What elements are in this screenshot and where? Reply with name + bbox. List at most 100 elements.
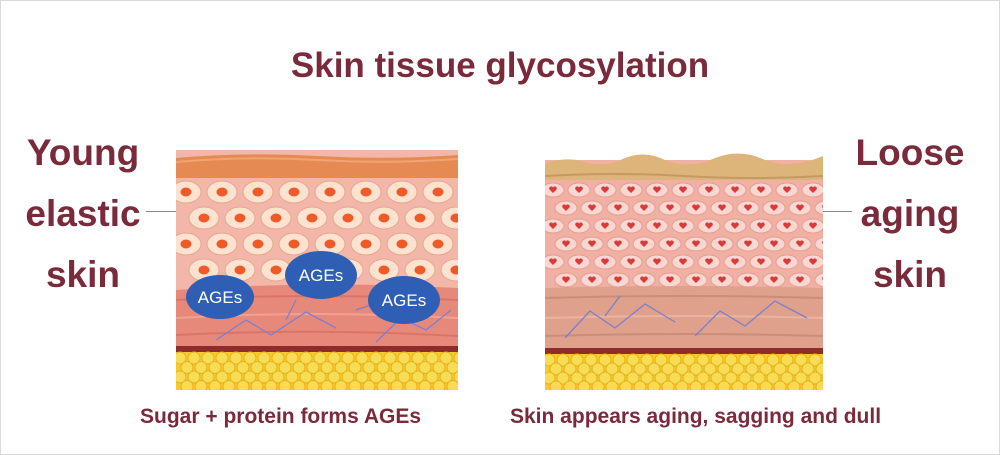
- fat-globule: [766, 371, 780, 385]
- fat-globule: [619, 380, 633, 390]
- young-skin-label-line-2: elastic: [25, 193, 141, 234]
- fat-globule: [453, 370, 458, 384]
- fat-globule: [696, 371, 710, 385]
- cell-nucleus: [692, 276, 700, 283]
- fat-globule: [626, 371, 640, 385]
- skin-cell: [440, 258, 458, 282]
- fat-globule: [745, 362, 759, 376]
- cell-nucleus: [414, 213, 426, 223]
- fat-globule: [194, 361, 208, 374]
- cell-nucleus: [692, 240, 700, 247]
- fat-globule: [689, 380, 703, 390]
- fat-globule: [278, 361, 292, 374]
- cell-nucleus: [562, 204, 570, 211]
- cell-nucleus: [588, 276, 596, 283]
- fat-globule: [362, 380, 376, 390]
- fat-globule: [563, 362, 577, 376]
- cell-nucleus: [324, 239, 336, 249]
- cell-nucleus: [679, 222, 687, 229]
- fat-globule: [376, 380, 390, 390]
- young-skin-label-line-3: skin: [45, 254, 121, 295]
- cell-nucleus: [640, 204, 648, 211]
- fat-globule: [215, 351, 229, 365]
- fat-globule: [545, 371, 556, 385]
- fat-globule: [731, 362, 745, 376]
- fat-globule: [348, 380, 362, 390]
- cell-nucleus: [198, 265, 210, 275]
- cell-nucleus: [796, 240, 804, 247]
- cell-nucleus: [575, 258, 583, 265]
- fat-globule: [278, 380, 292, 390]
- aging-skin-cross-section: [545, 153, 823, 390]
- cell-nucleus: [796, 276, 804, 283]
- cell-nucleus: [731, 222, 739, 229]
- fat-globule: [327, 351, 341, 365]
- fat-globule: [724, 353, 738, 367]
- fat-globule: [577, 362, 591, 376]
- aging-skin-label-line-1: Loose: [855, 132, 965, 173]
- fat-globule: [236, 361, 250, 374]
- cell-nucleus: [809, 222, 817, 229]
- cell-nucleus: [809, 186, 817, 193]
- fat-globule: [201, 370, 215, 384]
- cell-nucleus: [770, 276, 778, 283]
- cell-nucleus: [744, 204, 752, 211]
- cell-nucleus: [731, 258, 739, 265]
- ages-bubble-1-label: AGEs: [198, 288, 242, 307]
- fat-globule: [229, 370, 243, 384]
- cell-nucleus: [601, 222, 609, 229]
- cell-nucleus: [627, 258, 635, 265]
- fat-globule: [397, 370, 411, 384]
- fat-globule: [654, 353, 668, 367]
- ages-bubble-3-label: AGEs: [382, 291, 426, 310]
- fat-globule: [647, 380, 661, 390]
- fat-globule: [222, 380, 236, 390]
- fat-globule: [250, 380, 264, 390]
- fat-globule: [194, 380, 208, 390]
- fat-globule: [752, 353, 766, 367]
- fat-globule: [176, 370, 187, 384]
- fat-globule: [591, 362, 605, 376]
- fat-globule: [257, 351, 271, 365]
- fat-globule: [773, 362, 787, 376]
- skin-cell: [814, 236, 823, 252]
- ages-bubble-3: [368, 276, 440, 324]
- cell-nucleus: [575, 222, 583, 229]
- young-skin-cross-section: AGEs AGEs AGEs: [176, 150, 458, 390]
- cell-nucleus: [601, 186, 609, 193]
- fat-globule: [208, 380, 222, 390]
- fat-globule: [766, 353, 780, 367]
- cell-nucleus: [549, 258, 557, 265]
- fat-globule: [390, 380, 404, 390]
- right-caption: Skin appears aging, sagging and dull: [510, 405, 882, 428]
- fat-globule: [236, 380, 250, 390]
- epidermis-layer: [176, 154, 458, 178]
- fat-globule: [682, 353, 696, 367]
- cell-nucleus: [450, 265, 458, 275]
- fat-globule: [418, 361, 432, 374]
- fat-globule: [390, 361, 404, 374]
- cell-nucleus: [342, 213, 354, 223]
- fat-globule: [180, 361, 194, 374]
- fat-globule: [647, 362, 661, 376]
- fat-globule: [745, 380, 759, 390]
- fat-globule: [675, 380, 689, 390]
- fat-globule: [404, 361, 418, 374]
- fat-globule: [675, 362, 689, 376]
- skin-cell: [814, 272, 823, 288]
- ages-bubble-2: [285, 251, 357, 299]
- fat-globule: [257, 370, 271, 384]
- cell-nucleus: [324, 187, 336, 197]
- cell-nucleus: [614, 204, 622, 211]
- cell-layer: [545, 182, 823, 288]
- fat-globule: [383, 351, 397, 365]
- fat-globule: [696, 353, 710, 367]
- cell-nucleus: [270, 213, 282, 223]
- cell-nucleus: [640, 240, 648, 247]
- fat-globule: [369, 351, 383, 365]
- cell-nucleus: [679, 186, 687, 193]
- fat-globule: [689, 362, 703, 376]
- fat-globule: [801, 362, 815, 376]
- fat-globule: [264, 380, 278, 390]
- fat-globule: [591, 380, 605, 390]
